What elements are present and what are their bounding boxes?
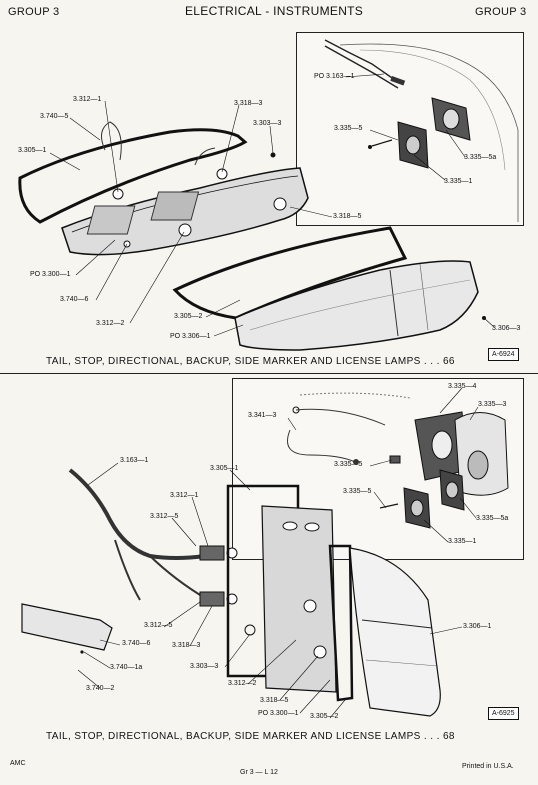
part-label: PO 3.300—1 (30, 271, 71, 278)
part-label: 3.312—1 (170, 492, 199, 499)
part-label: 3.306—1 (463, 623, 492, 630)
footer-page-number: Gr 3 — L 12 (240, 769, 278, 776)
part-label: 3.305—2 (174, 313, 203, 320)
page-title: ELECTRICAL - INSTRUMENTS (185, 4, 364, 18)
part-label: 3.740—2 (86, 685, 115, 692)
part-label: 3.318—3 (234, 100, 263, 107)
part-label: 3.318—3 (172, 642, 201, 649)
inset-gasket (431, 97, 471, 141)
part-label: 3.335—3 (478, 401, 507, 408)
footer-right: Printed in U.S.A. (462, 763, 514, 770)
header-group-left: GROUP 3 (8, 6, 60, 18)
figure-1-caption: TAIL, STOP, DIRECTIONAL, BACKUP, SIDE MA… (46, 356, 455, 367)
part-label: 3.312—5 (144, 622, 173, 629)
part-label: 3.335—5 (334, 125, 363, 132)
part-label: 3.312—5 (150, 513, 179, 520)
figure-2-id: A-6925 (488, 707, 519, 720)
part-label: 3.312—1 (73, 96, 102, 103)
part-label: 3.335—5a (476, 515, 509, 522)
part-label: 3.335—5 (334, 461, 363, 468)
figure-1-id: A-6924 (488, 348, 519, 361)
part-label: 3.341—3 (248, 412, 277, 419)
part-label: 3.740—6 (60, 296, 89, 303)
part-label: PO 3.300—1 (258, 710, 299, 717)
inset-socket (397, 121, 429, 169)
part-label: 3.312—2 (96, 320, 125, 327)
part-label: 3.312—2 (228, 680, 257, 687)
part-label: 3.305—1 (210, 465, 239, 472)
part-label: 3.335—5 (343, 488, 372, 495)
part-label: 3.306—3 (492, 325, 521, 332)
part-label: PO 3.163—1 (314, 73, 355, 80)
figure-divider (0, 373, 538, 374)
part-label: 3.335—4 (448, 383, 477, 390)
part-label: 3.335—1 (444, 178, 473, 185)
figure-2-caption: TAIL, STOP, DIRECTIONAL, BACKUP, SIDE MA… (46, 731, 455, 742)
part-label: 3.335—1 (448, 538, 477, 545)
header-group-right: GROUP 3 (475, 6, 527, 18)
part-label: 3.303—3 (253, 120, 282, 127)
part-label: 3.305—1 (18, 147, 47, 154)
part-label: 3.740—1a (110, 664, 143, 671)
part-label: 3.318—5 (260, 697, 289, 704)
part-label: 3.740—5 (40, 113, 69, 120)
part-label: 3.303—3 (190, 663, 219, 670)
footer-left: AMC (10, 760, 26, 767)
part-label: 3.163—1 (120, 457, 149, 464)
part-label: 3.318—5 (333, 213, 362, 220)
part-label: PO 3.306—1 (170, 333, 211, 340)
part-label: 3.335—5a (464, 154, 497, 161)
part-label: 3.740—6 (122, 640, 151, 647)
part-label: 3.305—2 (310, 713, 339, 720)
